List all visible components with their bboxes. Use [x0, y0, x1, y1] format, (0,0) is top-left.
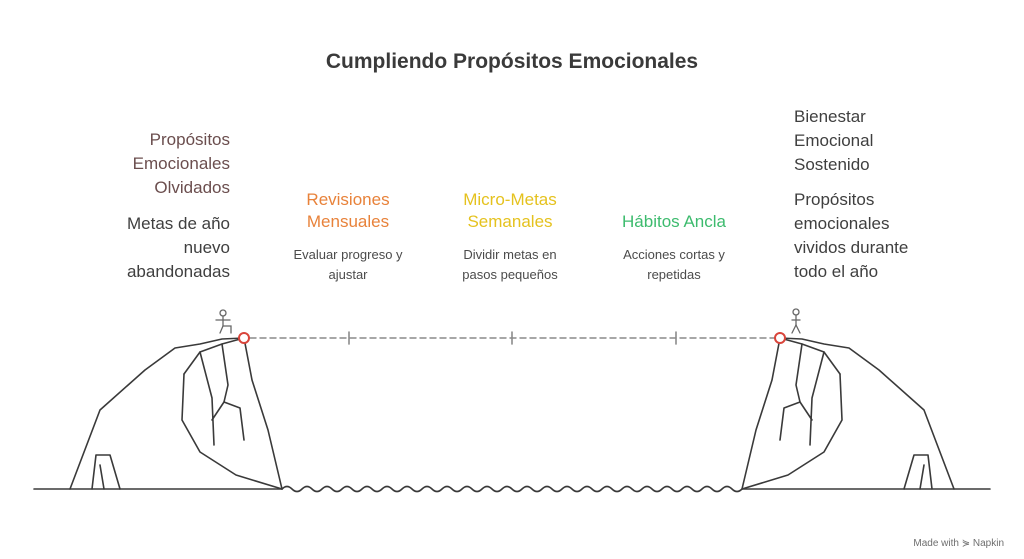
start-description-line: nuevo [183, 238, 230, 257]
end-heading-line: Sostenido [794, 155, 870, 174]
end-description-line: emocionales [794, 214, 890, 233]
step-description-line: pasos pequeños [462, 267, 558, 282]
start-heading-line: Emocionales [132, 154, 230, 173]
step-title-line: Hábitos Ancla [622, 212, 726, 231]
napkin-watermark[interactable]: Made with ⋟ Napkin [913, 538, 1004, 549]
end-heading-line: Bienestar [794, 107, 866, 126]
start-description-line: Metas de año [126, 214, 230, 233]
step-description-line: repetidas [647, 267, 701, 282]
step-title-line: Semanales [467, 212, 553, 231]
sitting-person-icon [215, 309, 232, 334]
left-cliff [69, 337, 283, 490]
step-monthly-reviews-description: Evaluar progreso y ajustar [263, 245, 433, 285]
step-monthly-reviews-title: Revisiones Mensuales [263, 189, 433, 233]
step-anchor-habits-description: Acciones cortas y repetidas [589, 245, 759, 285]
standing-person-icon [791, 308, 801, 334]
end-description-line: Propósitos [794, 190, 875, 209]
end-heading-line: Emocional [794, 131, 874, 150]
water-waves [281, 485, 743, 493]
step-description-line: Dividir metas en [463, 247, 557, 262]
step-weekly-micro-goals-title: Micro-Metas Semanales [425, 189, 595, 233]
end-marker [774, 332, 786, 344]
end-description-line: todo el año [794, 262, 879, 281]
start-heading-line: Propósitos [149, 130, 230, 149]
step-title-line: Mensuales [306, 212, 390, 231]
end-description-line: vividos durante [794, 238, 909, 257]
start-heading: Propósitos Emocionales Olvidados [30, 128, 230, 200]
start-description: Metas de año nuevo abandonadas [30, 212, 230, 284]
step-description-line: ajustar [328, 267, 368, 282]
end-heading: Bienestar Emocional Sostenido [794, 105, 994, 177]
step-anchor-habits-title: Hábitos Ancla [589, 211, 759, 233]
end-description: Propósitos emocionales vividos durante t… [794, 188, 994, 284]
step-title-line: Micro-Metas [463, 190, 557, 209]
step-description-line: Acciones cortas y [623, 247, 725, 262]
right-cliff [741, 337, 955, 490]
step-description-line: Evaluar progreso y [293, 247, 403, 262]
start-description-line: abandonadas [126, 262, 230, 281]
step-weekly-micro-goals-description: Dividir metas en pasos pequeños [425, 245, 595, 285]
start-heading-line: Olvidados [154, 178, 230, 197]
diagram-title: Cumpliendo Propósitos Emocionales [325, 50, 699, 73]
step-title-line: Revisiones [306, 190, 390, 209]
start-marker [238, 332, 250, 344]
